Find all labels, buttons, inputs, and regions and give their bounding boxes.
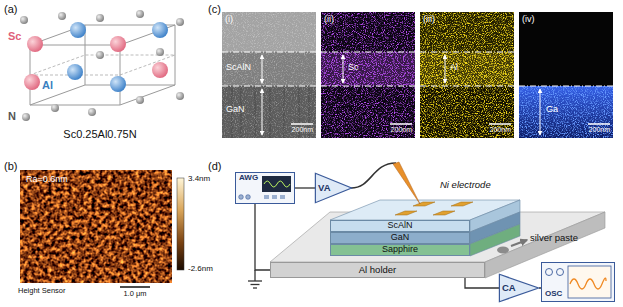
amplifier-triangle: CA [499,274,539,302]
sc-map [321,12,415,138]
ga-map [519,12,613,138]
atom-label: Sc [8,30,21,43]
channel-name: Height Sensor [18,287,66,296]
node-text: Al holder [359,265,397,275]
layer-stack [330,200,520,256]
part-label: silver paste [530,233,578,244]
scale-bar [120,286,150,288]
node-text: VA [318,183,331,193]
layer-band: GaN [330,232,470,244]
panel-letter: (d) [208,160,221,173]
node-text: ScAlN [387,221,412,231]
subpanel-number: (iv) [522,14,535,24]
instrument-box: OSC [541,262,615,302]
node-text: OSC [545,290,562,299]
silver-paste-blob [497,247,509,254]
scale-value: 200nm [391,126,412,134]
subpanel-number: (iii) [423,14,435,24]
sem-image [222,12,316,138]
roughness-value: Ra=0.6nm [26,174,68,184]
panel-letter: (a) [4,3,17,16]
scale-value: 200nm [589,126,610,134]
ni-electrodes [395,202,473,215]
scale-value: 200nm [292,126,313,134]
scale-value: 1.0 μm [123,290,146,299]
instrument-box: AWG [235,172,295,204]
layer-label: GaN [226,104,245,114]
sample-holder [270,212,605,278]
node-text: GaN [391,233,410,243]
signal-wire [255,204,270,270]
ground-symbol [248,270,262,288]
atom-label: Al [42,79,53,92]
node-text: Sapphire [382,245,418,255]
subpanel-number: (ii) [324,14,334,24]
holder-plate: Al holder [270,262,485,278]
colorbar-value: 3.4nm [188,174,210,183]
panel-letter: (b) [4,160,17,173]
metal-atoms [24,22,168,92]
colorbar [177,178,184,270]
amplifier-triangle: VA [315,173,352,203]
afm-image [20,170,184,287]
layer-band: ScAlN [330,220,470,232]
scale-value: 200nm [490,126,511,134]
awg-instrument [235,172,295,204]
element-label: Ga [546,104,558,114]
subpanel-number: (i) [225,14,233,24]
signal-wire [295,187,315,188]
probe-cable [351,163,396,188]
node-text: AWG [239,174,258,183]
al-map [420,12,514,138]
atom-label: N [8,110,16,123]
part-label: Ni electrode [440,180,491,191]
chemical-formula: Sc0.25Al0.75N [63,128,136,141]
pointer-arrow [511,240,527,246]
layer-band: Sapphire [330,244,470,256]
layer-label: ScAlN [226,62,251,72]
panel-letter: (c) [208,3,221,16]
osc-instrument [541,262,615,302]
element-label: Al [450,62,458,72]
element-label: Sc [348,62,359,72]
colorbar-value: -2.6nm [188,264,213,273]
probe-needle [393,162,420,204]
crystal-cell [30,25,175,105]
signal-wire [465,278,499,288]
node-text: CA [502,283,516,293]
nitrogen-atoms [20,10,184,121]
